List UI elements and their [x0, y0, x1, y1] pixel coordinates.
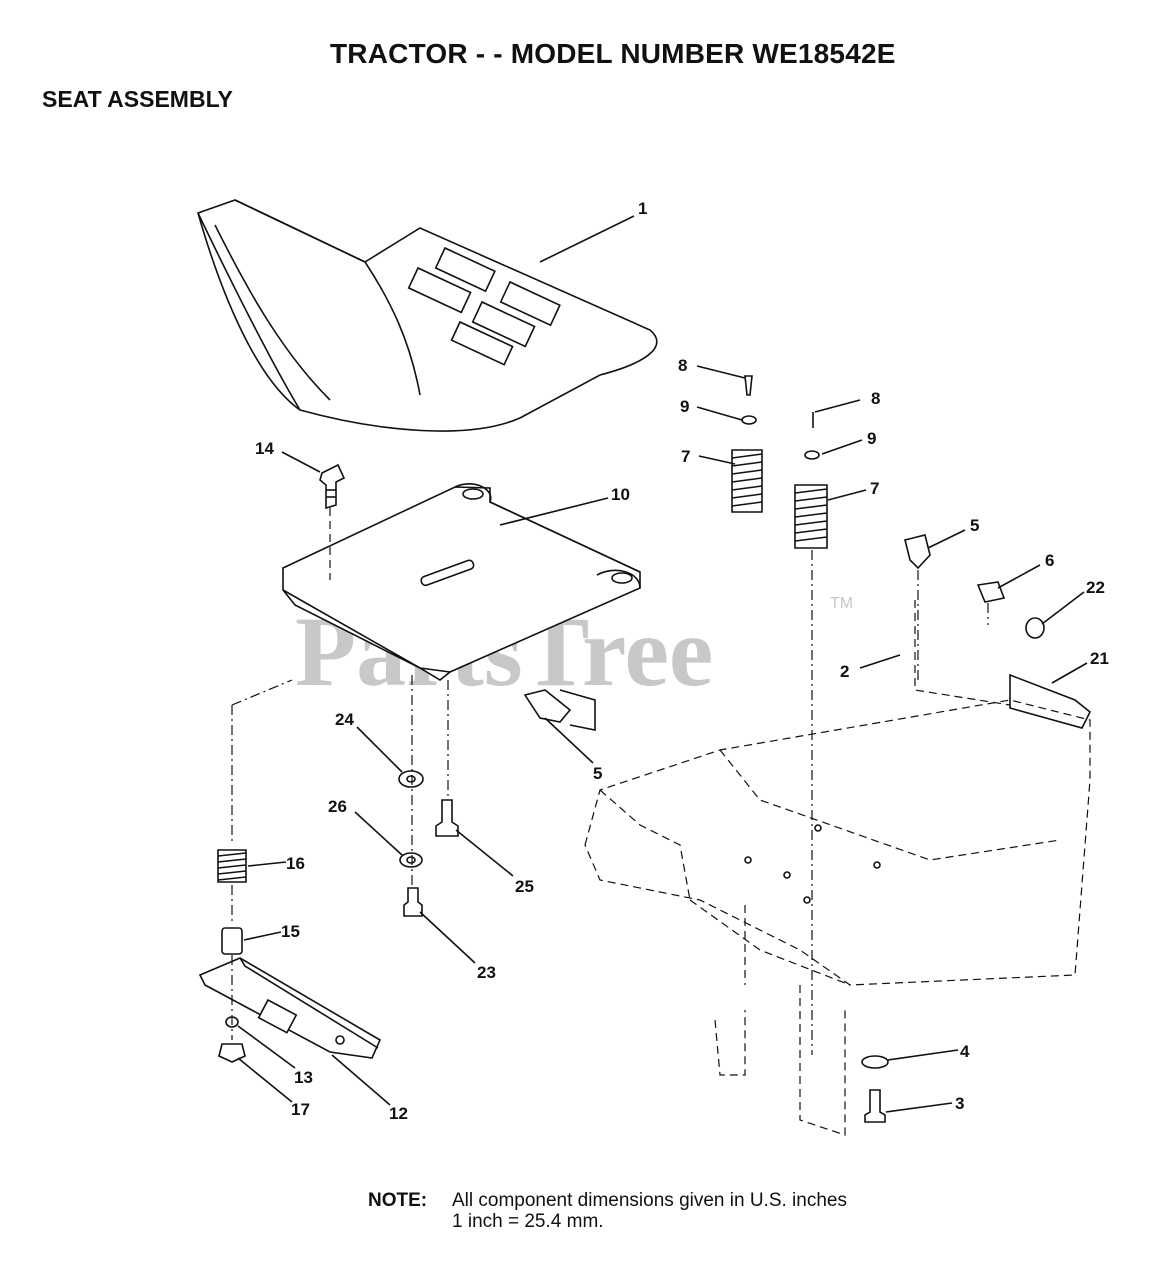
frame-2-part	[584, 600, 1091, 1136]
page-title: TRACTOR - - MODEL NUMBER WE18542E	[330, 38, 896, 69]
callout-labels: 1 8 9 8 9 7 7 14 10 5 6 22 2 21 24 5 26 …	[255, 199, 1109, 1123]
callout-22: 22	[1086, 578, 1105, 597]
bolt-25-part	[435, 799, 459, 837]
callout-1: 1	[638, 199, 647, 218]
callout-15: 15	[281, 922, 300, 941]
assembly-centerlines	[231, 550, 989, 1055]
callout-9-right: 9	[867, 429, 876, 448]
callout-4: 4	[960, 1042, 970, 1061]
callout-2: 2	[840, 662, 849, 681]
note-line-2: 1 inch = 25.4 mm.	[452, 1211, 604, 1232]
section-title: SEAT ASSEMBLY	[42, 86, 233, 112]
callout-9-left: 9	[680, 397, 689, 416]
callout-10: 10	[611, 485, 630, 504]
spring-7-right-part	[794, 484, 828, 549]
spring-7-left-part	[731, 449, 763, 513]
nut-17-part	[218, 1043, 246, 1063]
callout-23: 23	[477, 963, 496, 982]
washer-24-part	[398, 770, 424, 788]
callout-14: 14	[255, 439, 274, 458]
pin-8-left-part	[744, 375, 753, 396]
callout-12: 12	[389, 1104, 408, 1123]
spring-16-part	[217, 849, 247, 883]
bracket-12-part	[198, 957, 382, 1059]
leader-lines	[237, 215, 1088, 1113]
callout-7-left: 7	[681, 447, 690, 466]
callout-8-right: 8	[871, 389, 880, 408]
seat-part	[197, 199, 658, 432]
bolt-14-part	[319, 463, 346, 580]
seat-pan-part	[282, 483, 641, 681]
note-label: NOTE:	[368, 1190, 428, 1211]
callout-21: 21	[1090, 649, 1109, 668]
callout-25: 25	[515, 877, 534, 896]
washer-4-part	[861, 1055, 889, 1069]
callout-8-left: 8	[678, 356, 687, 375]
callout-16: 16	[286, 854, 305, 873]
bolt-3-part	[864, 1089, 886, 1123]
dimension-note: NOTE: All component dimensions given in U…	[368, 1190, 847, 1232]
callout-5-lower: 5	[593, 764, 602, 783]
spacer-15-part	[221, 927, 243, 955]
shaft-21-part	[1009, 673, 1092, 729]
cap-6-part	[976, 581, 1006, 603]
bolt-23-part	[403, 887, 423, 917]
note-body: All component dimensions given in U.S. i…	[452, 1190, 847, 1232]
washer-26-part	[399, 852, 423, 868]
callout-3: 3	[955, 1094, 964, 1113]
watermark-trademark: TM	[830, 595, 853, 612]
clip-5-upper-part	[904, 534, 931, 570]
callout-24: 24	[335, 710, 354, 729]
note-line-1: All component dimensions given in U.S. i…	[452, 1190, 847, 1211]
callout-26: 26	[328, 797, 347, 816]
callout-6: 6	[1045, 551, 1054, 570]
bushing-22-part	[1025, 617, 1045, 639]
washer-9-left-part	[741, 415, 757, 425]
callout-7-right: 7	[870, 479, 879, 498]
callout-13: 13	[294, 1068, 313, 1087]
washer-9-right-part	[804, 450, 820, 460]
callout-5-upper: 5	[970, 516, 979, 535]
clip-5-lower-part	[523, 689, 572, 723]
bracket-part	[559, 689, 596, 731]
callout-17: 17	[291, 1100, 310, 1119]
